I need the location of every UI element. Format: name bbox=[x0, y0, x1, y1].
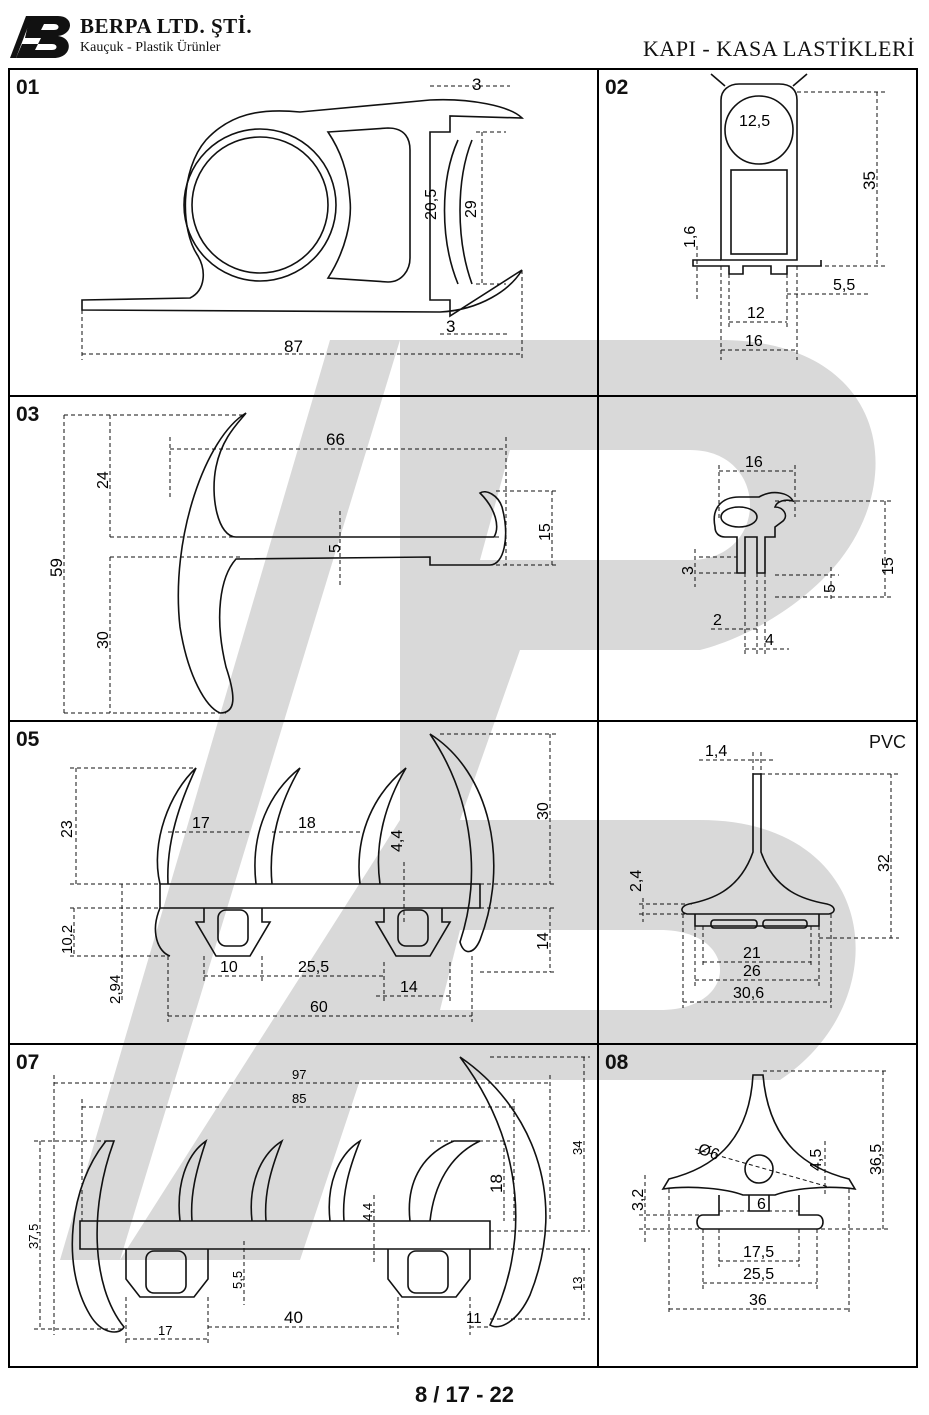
dimension-label: 18 bbox=[487, 1174, 506, 1193]
dimension-label: 40 bbox=[284, 1308, 303, 1327]
dimension-label: 3 bbox=[680, 566, 697, 575]
dimension-label: 15 bbox=[880, 557, 897, 575]
dimension-label: 3 bbox=[446, 317, 455, 336]
profile-panel-04: 16 15 3 5 2 4 bbox=[599, 397, 916, 720]
dimension-label: 23 bbox=[59, 820, 76, 838]
dimension-label: 2,4 bbox=[628, 870, 645, 892]
panel-number: 02 bbox=[605, 76, 629, 99]
row-divider bbox=[10, 395, 916, 397]
company-logo bbox=[10, 16, 70, 58]
dimension-label: 4,5 bbox=[808, 1149, 825, 1171]
page-number: 8 / 17 - 22 bbox=[414, 1382, 515, 1407]
dimension-label: 17,5 bbox=[743, 1244, 774, 1261]
dimension-label: 21 bbox=[743, 945, 761, 962]
dimension-label: 1,6 bbox=[682, 226, 699, 248]
dimension-label: 26 bbox=[743, 963, 761, 980]
dimension-label: 6 bbox=[757, 1196, 766, 1213]
dimension-label: 36 bbox=[749, 1292, 767, 1309]
dimension-label: 36,5 bbox=[868, 1144, 885, 1175]
dimension-label: 5 bbox=[327, 544, 344, 553]
dimension-label: 17 bbox=[192, 815, 210, 832]
dimension-label: 2,94 bbox=[107, 975, 124, 1004]
panel-number: 08 bbox=[605, 1051, 629, 1074]
dimension-label: 30 bbox=[535, 802, 552, 820]
dimension-label: 3,2 bbox=[630, 1189, 647, 1211]
panel-number: 03 bbox=[16, 403, 40, 426]
profile-drawing-05: 23 17 18 4,4 30 10,2 14 2,94 10 25,5 14 … bbox=[59, 733, 556, 1022]
dimension-label: 10 bbox=[220, 959, 238, 976]
dimension-label: 25,5 bbox=[298, 959, 329, 976]
profile-drawing-07: 97 85 34 37,5 18 4,4 5,5 13 17 40 11 bbox=[26, 1056, 590, 1345]
dimension-label: 35 bbox=[860, 171, 879, 190]
dimension-label: 4,4 bbox=[360, 1203, 375, 1221]
dimension-label: 30 bbox=[95, 631, 112, 649]
dimension-label: 11 bbox=[466, 1310, 482, 1327]
profile-panel-03: 03 66 24 15 bbox=[10, 397, 597, 720]
profile-panel-08: 08 bbox=[599, 1045, 916, 1366]
dimension-label: 18 bbox=[298, 815, 316, 832]
profile-panel-06: PVC bbox=[599, 722, 916, 1043]
panel-number: 01 bbox=[16, 76, 40, 99]
profile-panel-02: 02 12,5 35 bbox=[599, 70, 916, 395]
dimension-label: 4,4 bbox=[389, 830, 406, 852]
dimension-label: 4 bbox=[765, 632, 774, 649]
dimension-label: 14 bbox=[400, 979, 418, 996]
dimension-label: 20,5 bbox=[423, 189, 440, 220]
dimension-label: 60 bbox=[310, 999, 328, 1016]
material-note: PVC bbox=[868, 732, 906, 752]
profile-drawing-01: 3 20,5 29 3 87 bbox=[81, 75, 524, 360]
dimension-label: 5,5 bbox=[833, 277, 855, 294]
column-divider bbox=[597, 70, 599, 1366]
dimension-label: 3 bbox=[472, 75, 481, 94]
row-divider bbox=[10, 720, 916, 722]
panel-number: 07 bbox=[16, 1051, 40, 1074]
dimension-label: 17 bbox=[158, 1323, 172, 1338]
profile-panel-01: 01 3 20,5 29 bbox=[10, 70, 597, 395]
dimension-label: 13 bbox=[570, 1277, 585, 1291]
dimension-label: 66 bbox=[326, 430, 345, 449]
row-divider bbox=[10, 1043, 916, 1045]
dimension-label: 30,6 bbox=[733, 985, 764, 1002]
dimension-label: 2 bbox=[713, 612, 722, 629]
dimension-label: 25,5 bbox=[743, 1266, 774, 1283]
dimension-label: 29 bbox=[463, 200, 480, 218]
dimension-label: Ø6 bbox=[696, 1141, 722, 1164]
profile-drawing-03: 66 24 15 5 59 30 bbox=[47, 412, 558, 714]
profile-drawing-02: 12,5 35 1,6 5,5 12 16 bbox=[682, 73, 885, 360]
dimension-label: 10,2 bbox=[59, 925, 76, 954]
dimension-label: 32 bbox=[876, 854, 893, 872]
profile-drawing-04: 16 15 3 5 2 4 bbox=[680, 454, 897, 655]
profile-panel-05: 05 bbox=[10, 722, 597, 1043]
company-subtitle: Kauçuk - Plastik Ürünler bbox=[80, 40, 221, 55]
dimension-label: 24 bbox=[95, 471, 112, 489]
document-title: KAPI - KASA LASTİKLERİ bbox=[643, 36, 915, 61]
profile-panel-07: 07 bbox=[10, 1045, 597, 1366]
drawing-sheet: 01 3 20,5 29 bbox=[8, 68, 918, 1368]
dimension-label: 85 bbox=[292, 1091, 306, 1106]
dimension-label: 16 bbox=[745, 333, 763, 350]
profile-drawing-06: 1,4 32 2,4 21 26 30,6 bbox=[628, 743, 899, 1008]
company-name: BERPA LTD. ŞTİ. bbox=[80, 14, 253, 38]
page-header: BERPA LTD. ŞTİ. Kauçuk - Plastik Ürünler… bbox=[0, 0, 929, 68]
dimension-label: 14 bbox=[535, 932, 552, 950]
dimension-label: 5,5 bbox=[230, 1271, 245, 1289]
dimension-label: 1,4 bbox=[705, 743, 727, 760]
dimension-label: 12,5 bbox=[739, 113, 770, 130]
dimension-label: 97 bbox=[292, 1067, 306, 1082]
dimension-label: 59 bbox=[47, 558, 66, 577]
dimension-label: 34 bbox=[570, 1141, 585, 1155]
dimension-label: 37,5 bbox=[26, 1224, 41, 1249]
dimension-label: 12 bbox=[747, 305, 765, 322]
dimension-label: 16 bbox=[745, 454, 763, 471]
dimension-label: 15 bbox=[537, 523, 554, 541]
panel-number: 05 bbox=[16, 728, 40, 751]
profile-drawing-08: Ø6 4,5 36,5 3,2 6 17,5 25,5 36 bbox=[630, 1070, 889, 1315]
dimension-label: 87 bbox=[284, 337, 303, 356]
dimension-label: 5 bbox=[822, 584, 839, 593]
